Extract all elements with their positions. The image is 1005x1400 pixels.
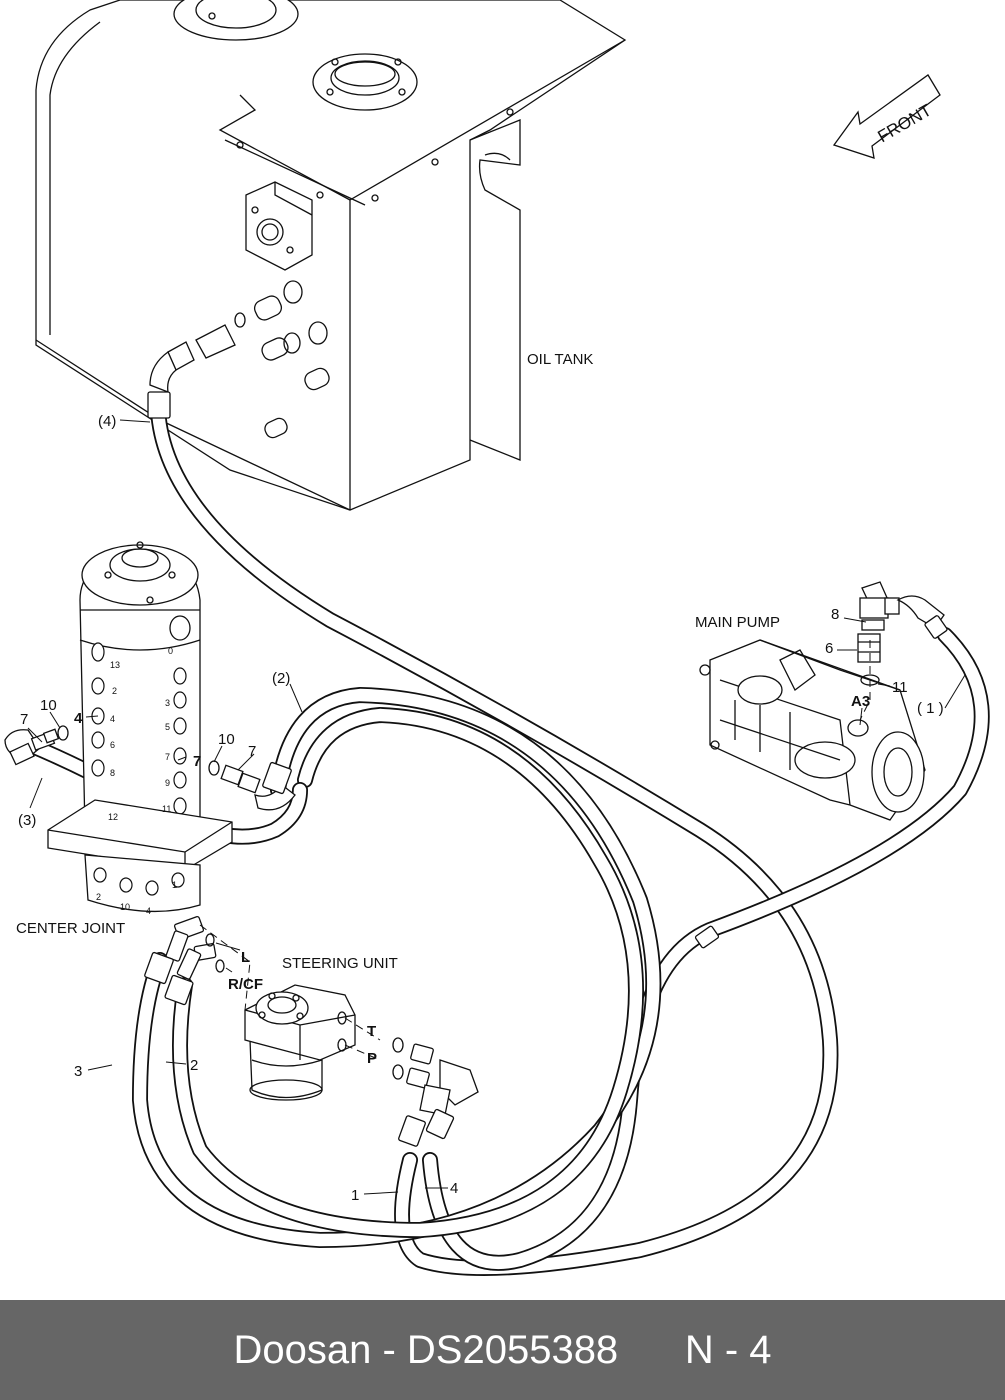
cj-right-fittings: [208, 760, 296, 811]
cj-port-11: 11: [162, 804, 171, 814]
callouts: (4) (2) (3) ( 1 ) 8 6 11 A3 10 7 4 10 7 …: [18, 413, 966, 1204]
cj-port-13: 13: [110, 660, 120, 670]
callout-port-rcf: R/CF: [228, 976, 263, 993]
cj-left-fittings: [4, 725, 69, 766]
steering-lr-fittings: [144, 915, 225, 1006]
footer-brand: Doosan: [233, 1327, 372, 1372]
cj-port-4b: 4: [146, 906, 151, 916]
callout-hose-4: (4): [98, 413, 116, 430]
callout-hose-1: ( 1 ): [917, 700, 944, 717]
steering-tp-fittings: [392, 1037, 479, 1147]
callout-cj-7-right: 7: [248, 743, 256, 760]
cj-port-6: 6: [110, 740, 115, 750]
footer-bar: Doosan - DS2055388 N - 4: [0, 1300, 1005, 1400]
footer-separator: -: [382, 1327, 396, 1372]
cj-port-8: 8: [110, 768, 115, 778]
cj-port-2: 2: [112, 686, 117, 696]
callout-port-l: L: [241, 949, 250, 966]
cj-port-4: 4: [110, 714, 115, 724]
callout-cj-4: 4: [74, 710, 83, 727]
cj-port-7: 7: [165, 752, 170, 762]
callout-cj-7-left: 7: [20, 711, 28, 728]
cj-port-3: 3: [165, 698, 170, 708]
pump-fittings: [857, 581, 948, 686]
callout-hose-num-4: 4: [450, 1180, 458, 1197]
callout-port-a3: A3: [851, 693, 870, 710]
callout-cj-10-right: 10: [218, 731, 235, 748]
callout-cj-10-left: 10: [40, 697, 57, 714]
hydraulic-hose-diagram: OIL TANK FRONT: [4, 0, 990, 1276]
oil-tank: [35, 0, 627, 511]
cj-port-9: 9: [165, 778, 170, 788]
footer-separator-space-2: [396, 1328, 407, 1373]
callout-port-t: T: [367, 1023, 376, 1040]
oil-tank-label: OIL TANK: [527, 351, 593, 368]
center-joint: 13 2 4 6 8 12 3 5 7 9 11 0 1 10 4 2: [4, 541, 296, 916]
cj-port-0: 0: [168, 646, 173, 656]
cj-port-10: 10: [120, 902, 130, 912]
callout-part-8: 8: [831, 606, 839, 623]
center-joint-label: CENTER JOINT: [16, 920, 125, 937]
cj-port-5: 5: [165, 722, 170, 732]
steering-unit-label: STEERING UNIT: [282, 955, 398, 972]
cj-port-2b: 2: [96, 892, 101, 902]
callout-hose-3: (3): [18, 812, 36, 829]
footer-gap: [618, 1328, 685, 1373]
footer-part-number: DS2055388: [406, 1327, 619, 1372]
footer-page-ref: N - 4: [684, 1327, 772, 1372]
main-pump: [699, 639, 926, 821]
footer-separator-space: [371, 1328, 382, 1373]
tank-elbow-fitting: [149, 324, 236, 394]
cj-port-1: 1: [172, 880, 177, 890]
callout-hose-num-3: 3: [74, 1063, 82, 1080]
callout-hose-num-1: 1: [351, 1187, 359, 1204]
hoses: [22, 391, 990, 1276]
callout-port-p: P: [367, 1050, 377, 1067]
cj-port-12: 12: [108, 812, 118, 822]
callout-hose-2: (2): [272, 670, 290, 687]
main-pump-label: MAIN PUMP: [695, 614, 780, 631]
tank-ports: [234, 280, 330, 439]
callout-hose-num-2: 2: [190, 1057, 198, 1074]
front-arrow: FRONT: [832, 74, 941, 159]
callout-part-6: 6: [825, 640, 833, 657]
steering-unit: [244, 984, 356, 1101]
callout-cj-7-bold: 7: [193, 753, 201, 770]
callout-part-11: 11: [892, 679, 908, 696]
